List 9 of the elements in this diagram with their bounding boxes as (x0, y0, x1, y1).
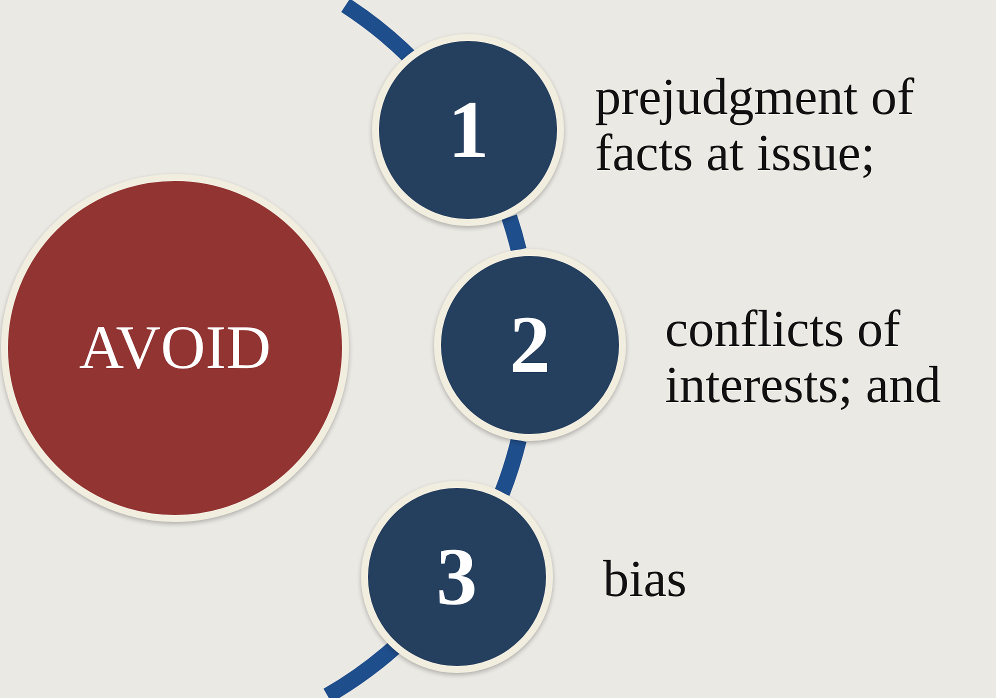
item-text: prejudgment of facts at issue; (595, 70, 916, 182)
step-number: 1 (448, 83, 489, 178)
step-number: 2 (510, 298, 550, 392)
connector-band (502, 214, 526, 252)
heading-text: AVOID (79, 312, 271, 384)
connector-band (494, 438, 526, 496)
step-number: 3 (436, 530, 478, 624)
item-text: bias (603, 552, 688, 608)
item-text: conflicts of interests; and (665, 302, 942, 414)
